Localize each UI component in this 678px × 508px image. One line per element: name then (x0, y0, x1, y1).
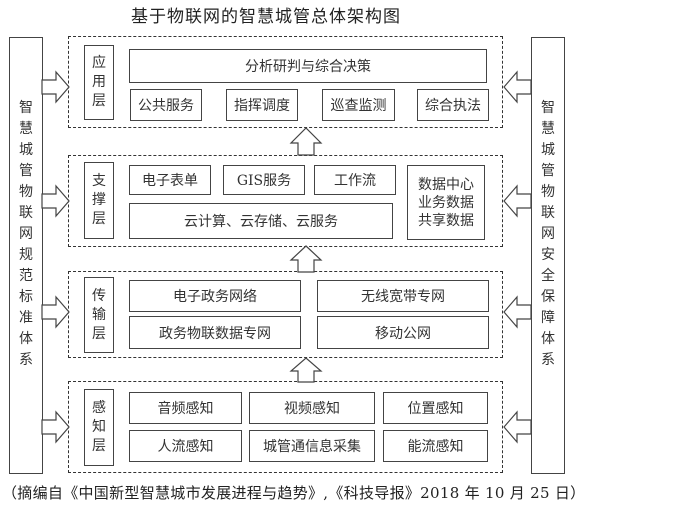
security-system-label: 智慧城管物联网安全保障体系 (541, 100, 555, 368)
application-layer-label: 应用层 (84, 45, 114, 120)
perception-item-video: 视频感知 (249, 392, 375, 424)
transport-item-e-government-network: 电子政务网络 (129, 280, 301, 312)
transport-item-wireless-broadband: 无线宽带专网 (317, 280, 489, 312)
data-center-line-2: 业务数据 (418, 194, 474, 211)
right-arrow-application (503, 70, 532, 104)
support-item-workflow: 工作流 (314, 165, 396, 195)
left-arrow-perception (41, 410, 70, 444)
app-item-public-service: 公共服务 (130, 89, 202, 121)
perception-item-people-flow: 人流感知 (129, 430, 242, 462)
right-arrow-transport (503, 295, 532, 329)
left-arrow-transport (41, 295, 70, 329)
up-arrow-perception-to-transport (289, 357, 323, 383)
cloud-services-box: 云计算、云存储、云服务 (129, 203, 393, 239)
support-item-gis-service: GIS服务 (223, 165, 305, 195)
support-layer: 支撑层 电子表单 GIS服务 工作流 云计算、云存储、云服务 数据中心 业务数据… (68, 155, 503, 247)
application-layer-label-text: 应用层 (92, 55, 106, 109)
support-layer-label-text: 支撑层 (92, 173, 106, 227)
standards-system-label: 智慧城管物联网规范标准体系 (19, 100, 33, 368)
app-item-command-dispatch: 指挥调度 (226, 89, 298, 121)
perception-item-city-mgmt-collection: 城管通信息采集 (249, 430, 375, 462)
perception-layer-label: 感知层 (84, 389, 114, 466)
up-arrow-support-to-application (289, 127, 323, 156)
standards-system-pillar: 智慧城管物联网规范标准体系 (9, 37, 43, 474)
application-layer: 应用层 分析研判与综合决策 公共服务 指挥调度 巡查监测 综合执法 (68, 36, 503, 128)
diagram-title: 基于物联网的智慧城管总体架构图 (131, 7, 401, 27)
perception-layer: 感知层 音频感知 视频感知 位置感知 人流感知 城管通信息采集 能流感知 (68, 381, 503, 473)
transport-layer-label: 传输层 (84, 277, 114, 353)
transport-layer-label-text: 传输层 (92, 287, 106, 342)
data-center-line-1: 数据中心 (418, 176, 474, 193)
data-center-line-3: 共享数据 (418, 212, 474, 229)
perception-item-energy-flow: 能流感知 (383, 430, 488, 462)
perception-item-audio: 音频感知 (129, 392, 242, 424)
analysis-decision-box: 分析研判与综合决策 (129, 49, 487, 83)
transport-item-mobile-public-network: 移动公网 (317, 316, 489, 349)
up-arrow-transport-to-support (289, 245, 323, 273)
support-layer-label: 支撑层 (84, 162, 114, 239)
transport-layer: 传输层 电子政务网络 无线宽带专网 政务物联数据专网 移动公网 (68, 271, 503, 358)
app-item-patrol-monitoring: 巡查监测 (322, 89, 395, 121)
perception-item-location: 位置感知 (383, 392, 488, 424)
perception-layer-label-text: 感知层 (92, 400, 106, 454)
app-item-law-enforcement: 综合执法 (417, 89, 489, 121)
left-arrow-support (41, 184, 70, 218)
right-arrow-perception (503, 410, 532, 444)
security-system-pillar: 智慧城管物联网安全保障体系 (531, 37, 565, 474)
right-arrow-support (503, 184, 532, 218)
transport-item-iot-data-network: 政务物联数据专网 (129, 316, 301, 349)
source-caption: （摘编自《中国新型智慧城市发展进程与趋势》,《科技导报》2018 年 10 月 … (2, 484, 586, 502)
left-arrow-application (41, 70, 70, 104)
data-center-box: 数据中心 业务数据 共享数据 (407, 165, 485, 240)
support-item-e-forms: 电子表单 (129, 165, 211, 195)
